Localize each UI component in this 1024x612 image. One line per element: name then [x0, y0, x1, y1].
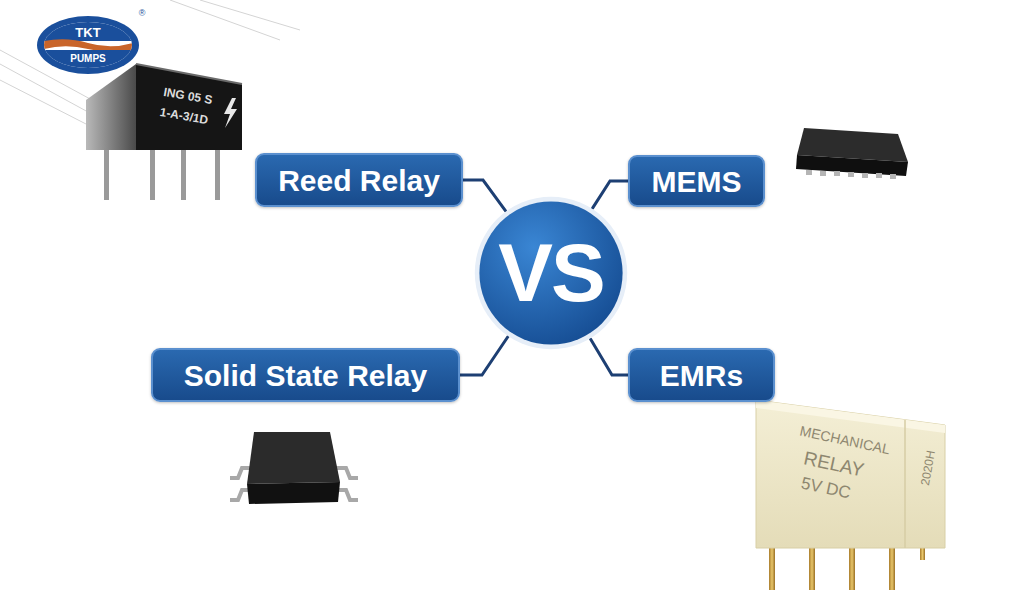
node-text: Solid State Relay [184, 359, 427, 392]
relay-seam [904, 420, 906, 548]
relay-pin [150, 148, 155, 200]
connector-line [591, 339, 628, 375]
reed-relay-figure [86, 64, 242, 200]
ssr-top [247, 432, 340, 484]
node-text: Reed Relay [278, 164, 440, 197]
node-text: MEMS [652, 165, 742, 198]
chip-pins [806, 170, 896, 179]
relay-edge [136, 64, 242, 84]
relay-body [756, 400, 945, 548]
vs-circle: VS [474, 196, 628, 350]
logo-band [40, 22, 136, 41]
relay-pin [215, 148, 220, 200]
relay-type-box: EMRs [628, 348, 775, 402]
chip-pin [806, 170, 812, 175]
chip-pin [862, 173, 868, 178]
chip-pin [876, 173, 882, 178]
relay-body [136, 64, 242, 150]
part-marking: ING 05 S [163, 86, 214, 106]
part-marking: 1-A-3/1D [159, 106, 209, 126]
logo-oval [37, 16, 139, 74]
ssr-lead [336, 468, 358, 478]
connector-line [593, 181, 628, 208]
decor-line [170, 0, 280, 40]
logo-text: TKT [75, 26, 100, 39]
chip-pin [834, 171, 840, 176]
relay-type-box: MEMS [628, 155, 765, 207]
decor-line [200, 0, 300, 30]
trademark-mark: ® [139, 9, 146, 18]
part-marking: RELAY [802, 448, 866, 479]
node-text: EMRs [660, 359, 743, 392]
lightning-symbol [224, 98, 237, 128]
ssr-figure [230, 432, 358, 504]
logo-text: PUMPS [70, 54, 106, 64]
circle-shape [474, 196, 628, 350]
mems-figure [796, 128, 908, 179]
relay-top-edge [756, 400, 945, 433]
connector-line [463, 180, 506, 211]
part-marking: MECHANICAL [799, 424, 892, 457]
part-marking: 5V DC [800, 474, 853, 501]
circle-fill [479, 201, 622, 344]
relay-type-box: Solid State Relay [151, 348, 460, 402]
chip-pin [820, 171, 826, 176]
circle-ring [475, 197, 627, 349]
node-text: VS [498, 232, 603, 314]
relay-type-box: Reed Relay [255, 153, 463, 207]
decor-line [0, 80, 86, 124]
chip-pin [848, 172, 854, 177]
relay-pin [104, 148, 109, 200]
emr-figure [756, 400, 945, 590]
chip-pin [890, 174, 896, 179]
logo-band [40, 50, 136, 70]
connector-line [460, 337, 508, 375]
relay-pin [181, 148, 186, 200]
company-logo [37, 16, 139, 74]
chip-front [796, 155, 908, 176]
ssr-lead [336, 490, 358, 500]
relay-side [86, 64, 136, 150]
ssr-front [247, 482, 340, 504]
part-marking: 2020H [919, 450, 937, 487]
